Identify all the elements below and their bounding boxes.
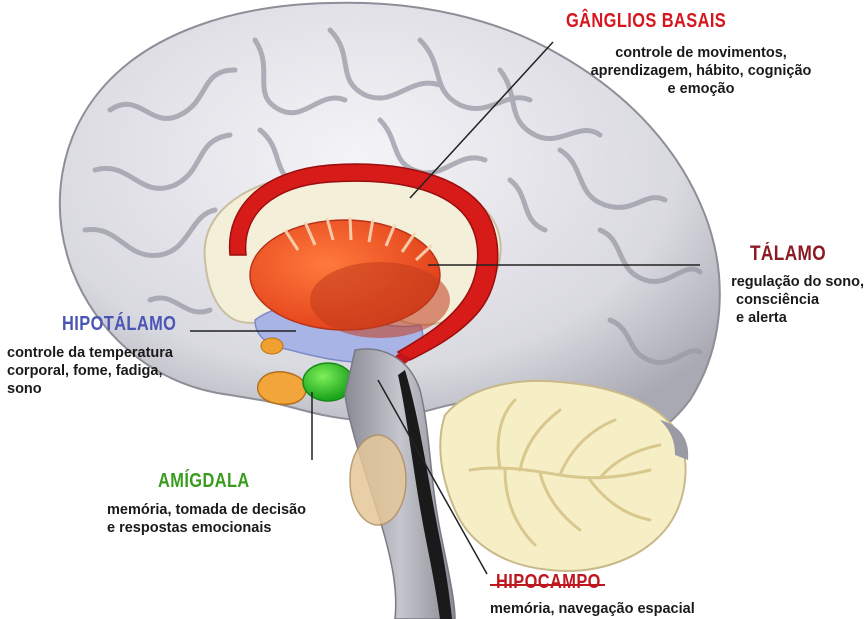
talamo-line-1: regulação do sono, [708,273,864,291]
hipotalamo-line-1: controle da temperatura [7,344,173,362]
talamo-line-2: consciência [708,291,864,309]
hipocampo-description: memória, navegação espacial [490,600,695,618]
ganglios-line-1: controle de movimentos, [556,44,846,62]
amigdala-line-2: e respostas emocionais [107,519,306,537]
pituitary [258,372,306,404]
amigdala-description: memória, tomada de decisão e respostas e… [107,501,306,537]
hipotalamo-title: HIPOTÁLAMO [62,313,176,336]
hipotalamo-line-3: sono [7,380,173,398]
ganglios-line-2: aprendizagem, hábito, cognição [556,62,846,80]
hipocampo-line-1: memória, navegação espacial [490,600,695,618]
ganglios-line-3: e emoção [556,80,846,98]
talamo-title: TÁLAMO [750,242,826,266]
hipocampo-title: HIPOCAMPO [496,571,601,594]
pons [350,435,406,525]
mammillary-body [261,338,283,354]
amigdala-line-1: memória, tomada de decisão [107,501,306,519]
talamo-description: regulação do sono, consciência e alerta [708,273,864,327]
hipotalamo-line-2: corporal, fome, fadiga, [7,362,173,380]
talamo-line-3: e alerta [708,309,864,327]
thalamus [310,262,450,338]
ganglios-basais-description: controle de movimentos, aprendizagem, há… [556,44,846,98]
hipotalamo-description: controle da temperatura corporal, fome, … [7,344,173,398]
ganglios-basais-title: GÂNGLIOS BASAIS [566,10,726,33]
amigdala-title: AMÍGDALA [158,470,250,493]
